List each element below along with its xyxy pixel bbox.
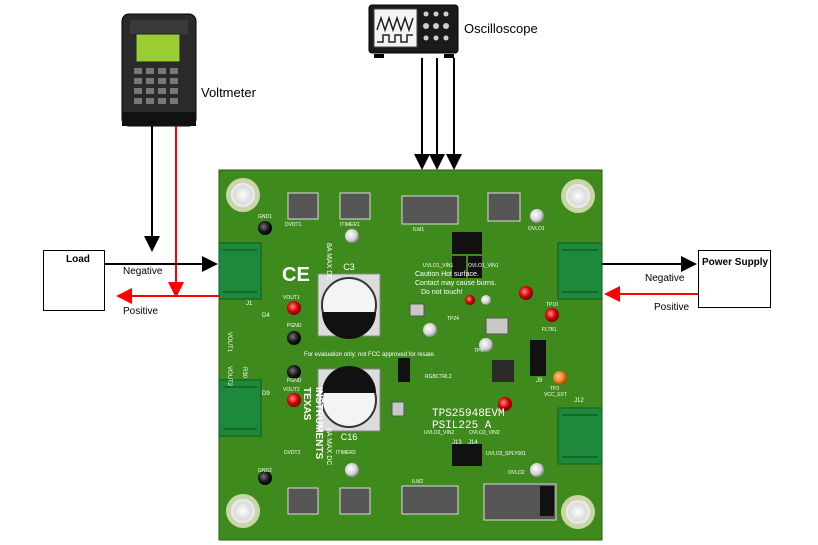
bulk-capacitors: C3 C16 xyxy=(317,262,381,442)
conn-j1: J1 xyxy=(246,301,253,307)
conn-j14: J14 xyxy=(468,440,478,446)
tp-vout2: VOUT2 xyxy=(283,387,300,393)
jumper-headers xyxy=(452,256,554,516)
lbl-vout1-side: VOUT1 xyxy=(226,332,232,353)
tp-dvdt1: DVDT1 xyxy=(285,222,302,228)
conn-j13: J13 xyxy=(452,440,462,446)
oscilloscope-icon xyxy=(368,4,459,58)
voltmeter-wires xyxy=(144,126,184,298)
power-supply-box: Power Supply xyxy=(698,250,771,308)
cap-c16-label: C16 xyxy=(341,432,358,442)
oscilloscope-probes xyxy=(414,58,462,170)
caution-line-3: Do not touch! xyxy=(421,289,463,296)
ps-negative-label: Negative xyxy=(645,273,685,284)
max-dc-bottom: 8A MAX DC xyxy=(325,428,332,465)
lbl-uvlo2: UVLO2_VIN2 xyxy=(424,430,455,436)
ce-mark: CE xyxy=(282,264,310,286)
lbl-tp10: TP10 xyxy=(546,302,558,308)
tp-gnd1: GND1 xyxy=(258,214,272,220)
voltmeter-label: Voltmeter xyxy=(201,85,256,100)
load-positive-label: Positive xyxy=(123,306,159,317)
power-supply-wires xyxy=(602,256,698,302)
tp-vout1: VOUT1 xyxy=(283,295,300,301)
tp-vcc-ext: VCC_EXT xyxy=(544,392,567,398)
lbl-d9: D9 xyxy=(262,391,270,397)
conn-j9: J9 xyxy=(536,378,543,384)
load-box: Load xyxy=(43,250,105,311)
tp-ilm1: ILM1 xyxy=(413,227,424,233)
tp-fltb1: FLTB1 xyxy=(542,327,557,333)
voltmeter-icon xyxy=(121,13,197,127)
load-wires xyxy=(103,256,219,304)
lbl-tp3: TP3 xyxy=(550,386,559,392)
ti-brand-1: TEXAS xyxy=(301,387,312,421)
terminal-blocks xyxy=(218,242,603,465)
evm-board: C3 C16 xyxy=(218,169,603,541)
lbl-d4: D4 xyxy=(262,313,270,319)
lbl-tp24: TP24 xyxy=(447,316,459,322)
lbl-tp6: TP6 xyxy=(474,348,483,354)
load-title: Load xyxy=(66,254,90,265)
tp-ovlo1: OVLO1 xyxy=(528,226,545,232)
silkscreen: CE For evaluation only: not FCC approved… xyxy=(226,214,584,485)
lbl-rgbctrl2: RGBCTRL2 xyxy=(425,374,452,380)
tp-gnd2: GND2 xyxy=(258,468,272,474)
ti-brand-2: INSTRUMENTS xyxy=(313,387,324,460)
tp-dvdt2: DVDT2 xyxy=(284,450,301,456)
caution-line-2: Contact may cause burns. xyxy=(415,280,496,287)
tp-ilm2: ILM2 xyxy=(412,479,423,485)
lbl-uvlo2-sply: UVLO2_SPLY001 xyxy=(486,451,526,457)
tp-pgnd1: PGND xyxy=(287,323,302,329)
mounting-holes xyxy=(226,178,595,529)
oscilloscope-label: Oscilloscope xyxy=(464,21,538,36)
lbl-r30: R30 xyxy=(241,367,247,379)
board-rev: PSIL225 A xyxy=(432,420,492,432)
tp-pgnd2: PGND xyxy=(287,378,302,384)
ps-positive-label: Positive xyxy=(654,302,690,313)
test-points xyxy=(258,209,567,485)
lbl-uvlo1: UVLO1_VIN1 xyxy=(423,263,454,269)
caution-line-1: Caution Hot surface. xyxy=(415,271,479,278)
power-supply-title: Power Supply xyxy=(702,257,769,268)
lbl-vout2-side: VOUT2 xyxy=(226,366,232,387)
lbl-ovlo2: OVLO2_VIN2 xyxy=(469,430,500,436)
load-negative-label: Negative xyxy=(123,266,163,277)
lbl-ovlo1: OVLO1_VIN1 xyxy=(468,263,499,269)
fcc-note: For evaluation only: not FCC approved fo… xyxy=(304,352,436,358)
tp-itimer2: ITIMER2 xyxy=(336,450,356,456)
board-name: TPS25948EVM xyxy=(432,408,505,420)
tp-itimer1: ITIMER1 xyxy=(340,222,360,228)
conn-j12: J12 xyxy=(574,398,584,404)
max-dc-top: 8A MAX DC xyxy=(325,243,332,280)
cap-c3-label: C3 xyxy=(343,262,355,272)
tp-ovlo2: OVLO2 xyxy=(508,470,525,476)
